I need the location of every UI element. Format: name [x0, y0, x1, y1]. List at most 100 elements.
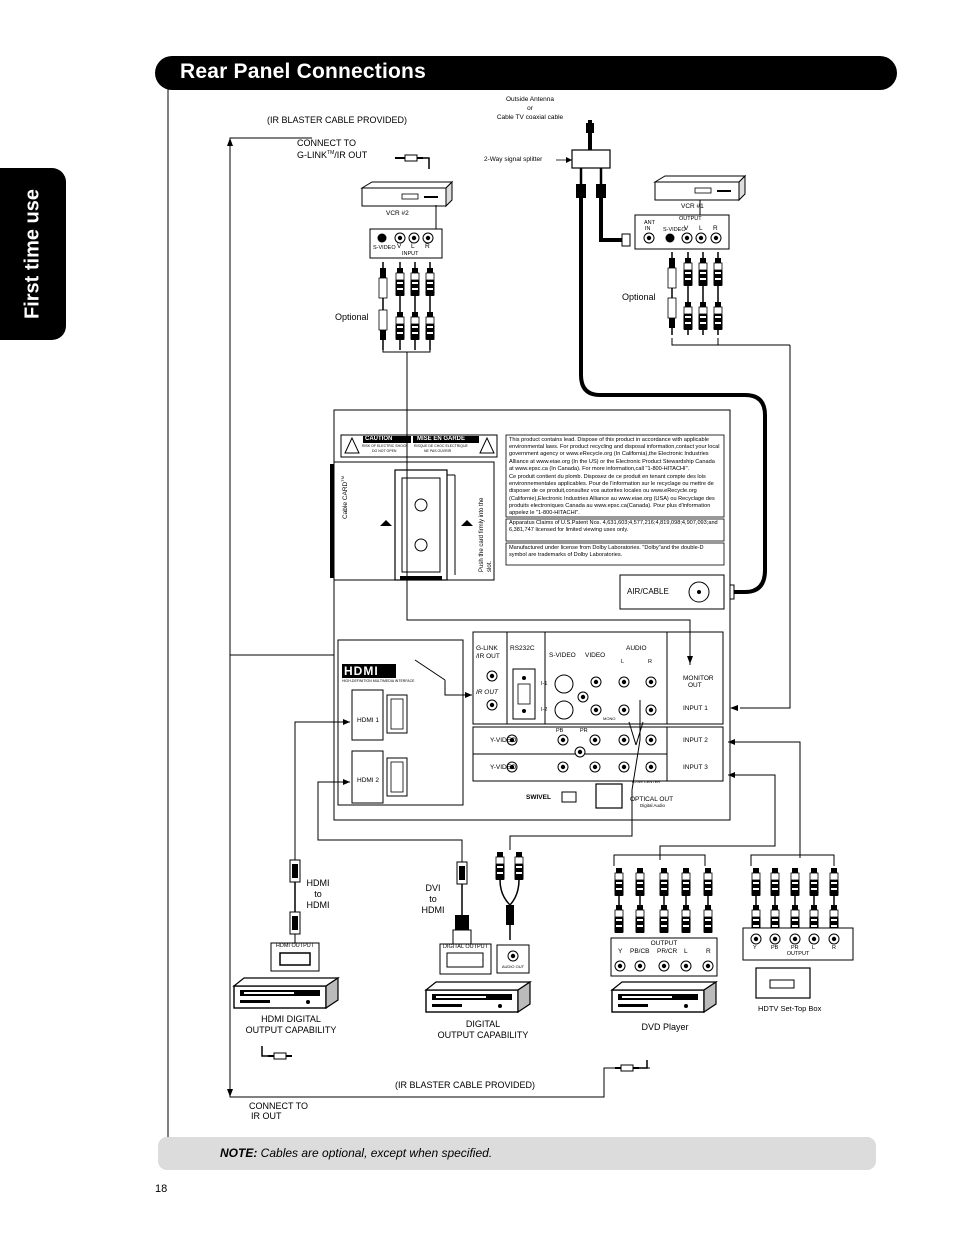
hdmi-device-label-1: HDMI DIGITAL	[261, 1014, 321, 1024]
vcr1-in-label: IN	[645, 226, 651, 232]
digital-audio-label: Digital Audio	[640, 803, 666, 808]
pr-label: PR	[580, 728, 588, 734]
vcr1-v-label: V	[684, 225, 689, 232]
dvd-y-label: Y	[618, 948, 623, 955]
vcr1-output-label: OUTPUT	[679, 216, 702, 222]
vcr2-svideo-label: S-VIDEO	[373, 245, 396, 251]
hdmi-logo: HDMI	[344, 664, 379, 678]
antenna-label-3: Cable TV coaxial cable	[496, 114, 564, 121]
swivel-label: SWIVEL	[526, 794, 551, 801]
input2-label: INPUT 2	[683, 737, 708, 744]
y-video-1-label: Y-VIDEO	[490, 737, 517, 744]
hdmi-device-label-2: OUTPUT CAPABILITY	[245, 1025, 337, 1035]
section-tab	[0, 168, 66, 340]
input1-label: INPUT 1	[683, 705, 708, 712]
splitter-label: 2-Way signal splitter	[484, 156, 543, 163]
rs232c-label: RS232C	[510, 645, 535, 652]
stb-pr-label: PR	[791, 945, 799, 951]
hdmi-to-hdmi-3: HDMI	[306, 900, 330, 910]
y-video-2-label: Y-VIDEO	[490, 764, 517, 771]
dvi-to-hdmi-3: HDMI	[421, 905, 445, 915]
optional-left-label: Optional	[335, 312, 369, 322]
audio-l-label: L	[621, 659, 625, 665]
caution-sub-1: RISK OF ELECTRIC SHOCK	[362, 444, 408, 448]
mise-en-garde-label: MISE EN GARDE	[417, 436, 466, 442]
antenna-label-1: Outside Antenna	[505, 96, 555, 103]
audio-out-port-label: AUDIO OUT	[501, 964, 525, 969]
digital-device-label-1: DIGITAL	[465, 1019, 501, 1029]
hdmi-output-port-label: HDMI OUTPUT	[275, 943, 315, 949]
monitor-out-label-2: OUT	[688, 682, 702, 689]
vcr1-r-label: R	[713, 225, 718, 232]
page-title: Rear Panel Connections	[180, 60, 426, 83]
info-text-fr: Ce produit contient du plomb. Disposez d…	[509, 474, 715, 517]
connect-glink-label-2: G-LINKTM/IR OUT	[297, 150, 368, 160]
vcr1-l-label: L	[699, 225, 703, 232]
audio-label: AUDIO	[626, 645, 647, 652]
ir-blaster-label-top: (IR BLASTER CABLE PROVIDED)	[267, 115, 408, 125]
vcr2-l-label: L	[411, 243, 415, 250]
ir-blaster-label-bottom: (IR BLASTER CABLE PROVIDED)	[395, 1080, 536, 1090]
stb-l-label: L	[812, 945, 816, 951]
pb-label: PB	[556, 728, 564, 734]
hdmi2-label: HDMI 2	[357, 777, 380, 784]
stb-pb-label: PB	[771, 945, 779, 951]
dvi-to-hdmi-1: DVI	[425, 883, 441, 893]
note-box	[158, 1137, 876, 1170]
audio-r-label: R	[648, 659, 652, 665]
dvd-output-label: OUTPUT	[650, 940, 678, 947]
caution-sub-2: DO NOT OPEN	[372, 449, 397, 453]
page-number: 18	[155, 1183, 168, 1195]
monitor-out-label-1: MONITOR	[683, 675, 714, 682]
patent-text: Apparatus Claims of U.S.Patent Nos. 4,63…	[509, 520, 718, 534]
mono-label: MONO	[603, 716, 616, 721]
caution-label: CAUTION	[365, 436, 393, 442]
dolby-text: Manufactured under license from Dolby La…	[509, 545, 704, 559]
hdmi1-label: HDMI 1	[357, 717, 380, 724]
vcr2-v-label: V	[397, 243, 402, 250]
stb-output-label: OUTPUT	[786, 951, 810, 957]
optical-out-label: OPTICAL OUT	[630, 796, 674, 803]
ir-out-top-label: /IR OUT	[476, 653, 500, 660]
dvd-pb-label: PB/CB	[630, 948, 650, 955]
input3-label: INPUT 3	[683, 764, 708, 771]
vcr2-label: VCR #2	[386, 210, 409, 217]
glink-label: G-LINK	[476, 645, 498, 652]
info-text-en: This product contains lead. Dispose of t…	[509, 437, 720, 472]
vcr1-svideo-label: S-VIDEO	[663, 227, 686, 233]
stb-label: HDTV Set-Top Box	[758, 1004, 822, 1013]
svideo-label: S-VIDEO	[549, 652, 576, 659]
connect-ir-label-2: IR OUT	[251, 1111, 282, 1121]
dvd-pr-label: PR/CR	[657, 948, 678, 955]
dvi-to-hdmi-2: to	[429, 894, 437, 904]
dvd-player-label: DVD Player	[641, 1022, 689, 1032]
hdmi-to-hdmi-2: to	[314, 889, 322, 899]
hdmi-logo-sub: HIGH-DEFINITION MULTIMEDIA INTERFACE	[342, 679, 415, 683]
garde-sub-1: RISQUE DE CHOC ELECTRIQUE	[414, 444, 468, 448]
i2-label: I-2	[541, 707, 548, 713]
dvd-l-label: L	[684, 948, 688, 955]
digital-device-label-2: OUTPUT CAPABILITY	[437, 1030, 529, 1040]
optional-right-label: Optional	[622, 292, 656, 302]
antenna-label-2: or	[527, 105, 533, 112]
garde-sub-2: NE PAS OUVRIR	[424, 449, 452, 453]
connect-glink-label-1: CONNECT TO	[297, 138, 357, 148]
to-as-center-label: TO AS CENTER	[631, 779, 661, 784]
stb-r-label: R	[832, 945, 836, 951]
hdmi-to-hdmi-1: HDMI	[306, 878, 330, 888]
air-cable-label: AIR/CABLE	[627, 587, 669, 596]
stb-y-label: Y	[753, 945, 757, 951]
note-text: NOTE: Cables are optional, except when s…	[220, 1146, 493, 1160]
vcr1-ant-label: ANT	[644, 220, 655, 226]
ir-out-label: IR OUT	[476, 689, 499, 696]
digital-output-port-label: DIGITAL OUTPUT	[443, 944, 488, 950]
connect-ir-label-1: CONNECT TO	[249, 1101, 309, 1111]
vcr2-input-label: INPUT	[402, 251, 419, 257]
video-label: VIDEO	[585, 652, 606, 659]
vcr1-label: VCR #1	[681, 203, 704, 210]
push-card-label: Push the card firmly into the slot.	[479, 497, 493, 572]
title-banner	[155, 56, 897, 90]
dvd-r-label: R	[706, 948, 711, 955]
cable-card-label: Cable CARDTM	[340, 476, 350, 519]
